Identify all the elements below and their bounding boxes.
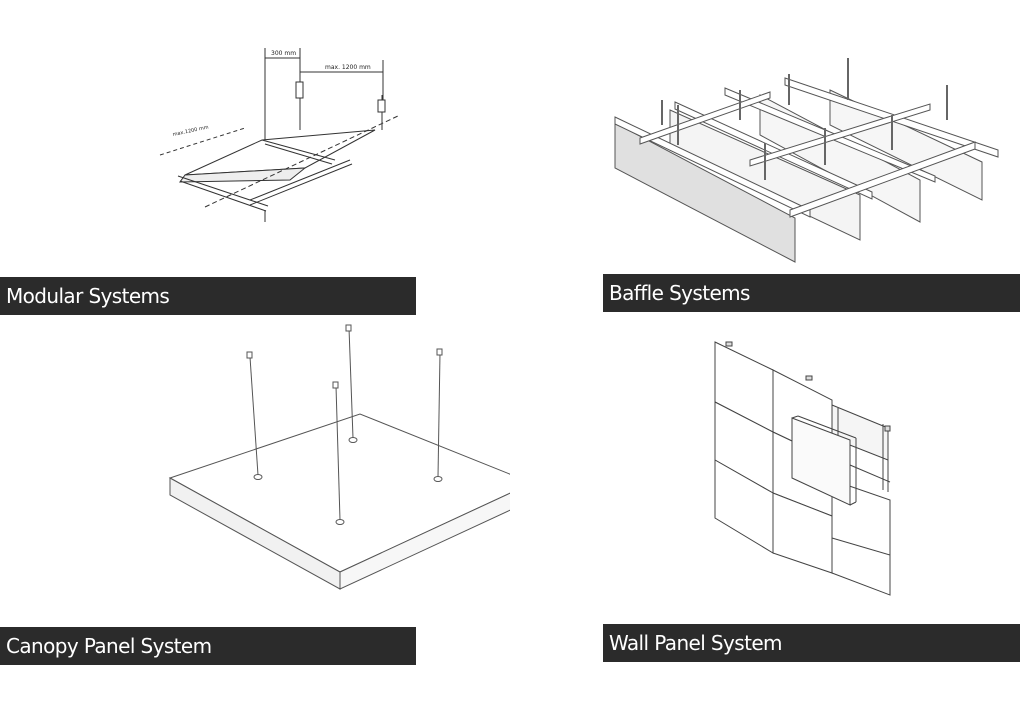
canopy-panel-drawing (168, 324, 510, 590)
wall-panel-drawing (714, 341, 891, 596)
baffle-systems-drawing (614, 58, 999, 263)
dim-label-max-left: max.1200 mm (172, 124, 209, 137)
modular-systems-caption: Modular Systems (0, 277, 416, 315)
baffle-systems-caption: Baffle Systems (603, 274, 1020, 312)
modular-systems-panel: 300 mm max. 1200 mm max.1200 mm Modular … (0, 0, 510, 320)
wall-panel-system-panel: Wall Panel System (510, 320, 1020, 670)
dim-label-300: 300 mm (271, 50, 296, 57)
modular-systems-drawing: 300 mm max. 1200 mm max.1200 mm (159, 48, 401, 222)
wall-panel-system-caption: Wall Panel System (603, 624, 1020, 662)
dim-label-max-right: max. 1200 mm (325, 64, 371, 71)
canopy-panel-system-caption: Canopy Panel System (0, 627, 416, 665)
baffle-systems-panel: Baffle Systems (510, 0, 1020, 320)
canopy-panel-system-panel: Canopy Panel System (0, 320, 510, 670)
